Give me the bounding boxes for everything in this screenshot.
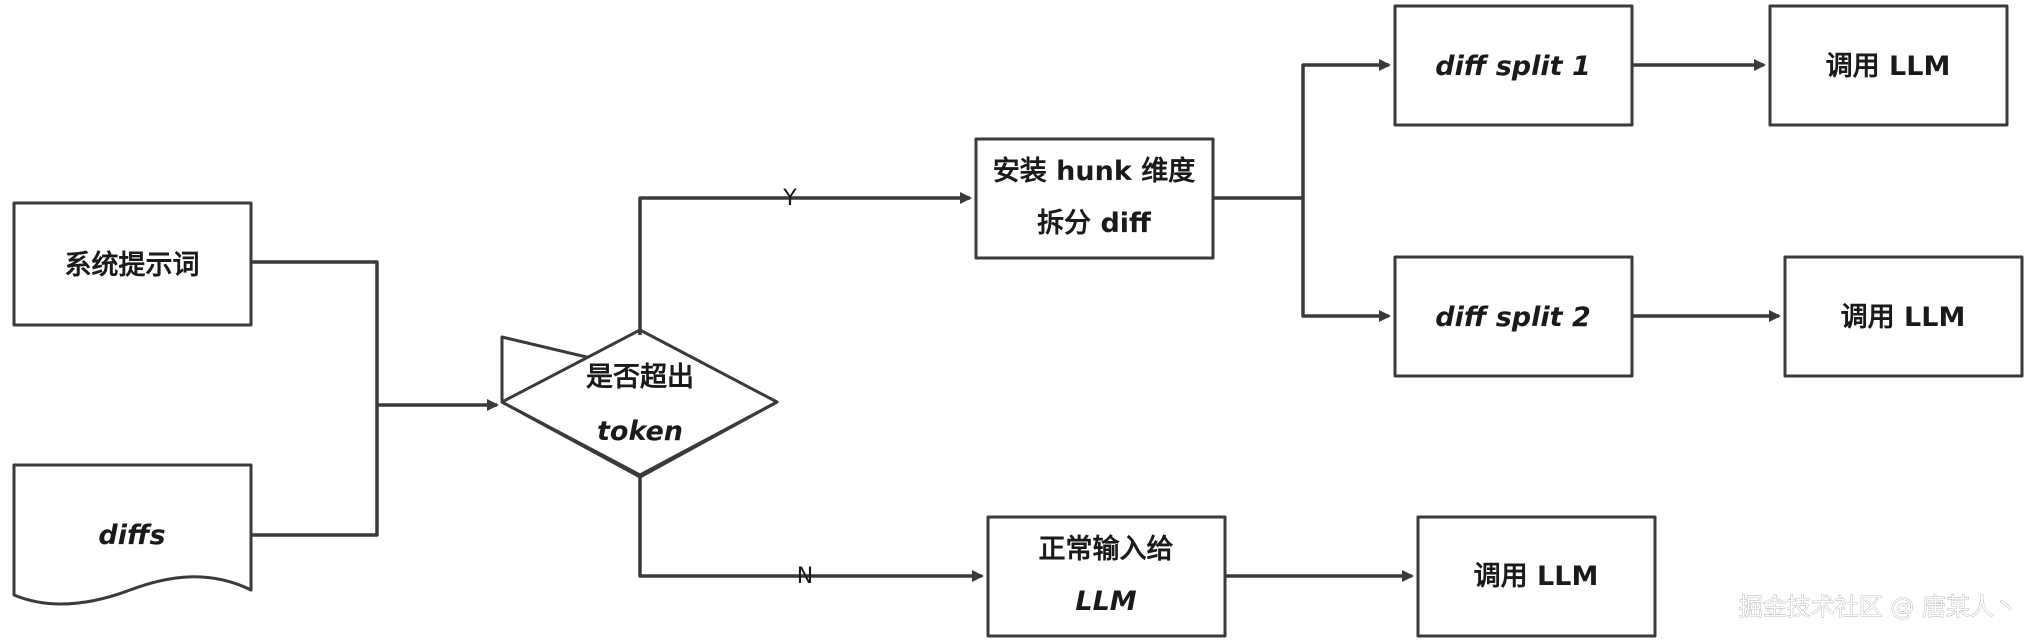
split-by-hunk-label-line1: 安装 hunk 维度: [993, 155, 1195, 187]
diffs-label: diffs: [98, 520, 165, 551]
edge-label-no: N: [797, 564, 813, 589]
call-llm-2-label: 调用 LLM: [1841, 302, 1966, 333]
decision-label-line2: token: [597, 416, 683, 447]
call-llm-1-box: [1768, 4, 2009, 127]
call-llm-3-label: 调用 LLM: [1474, 561, 1599, 592]
edge-diffs-to-merge: [251, 405, 379, 537]
call-llm-1-label: 调用 LLM: [1826, 51, 1951, 82]
split-by-hunk-label-line2: 拆分 diff: [1037, 208, 1152, 239]
diff-split-1-label: diff split 1: [1435, 51, 1590, 82]
call-llm-3-box: [1416, 515, 1657, 638]
normal-input-label-line2: LLM: [1075, 586, 1136, 617]
normal-input-box: [986, 515, 1227, 638]
edge-decision-yes: [638, 192, 972, 335]
edge-branch-to-split-1: [1301, 59, 1391, 198]
system-prompt-box: [12, 201, 253, 327]
split-by-hunk-box: [974, 137, 1215, 260]
call-llm-2-box: [1783, 255, 2024, 378]
decision-label-line1: 是否超出: [586, 362, 694, 393]
edge-label-yes: Y: [782, 186, 797, 211]
diff-split-2-label: diff split 2: [1435, 302, 1590, 333]
edge-system-prompt-to-merge: [251, 260, 379, 405]
diffs-document-shape: [12, 463, 253, 606]
edge-decision-no: [638, 475, 984, 582]
edge-branch-to-split-2: [1301, 198, 1391, 322]
diff-split-1-box: [1393, 4, 1634, 127]
normal-input-label-line1: 正常输入给: [1039, 533, 1174, 565]
watermark: 掘金技术社区 @ 唐某人丶: [1739, 593, 2018, 621]
system-prompt-label: 系统提示词: [65, 249, 200, 281]
